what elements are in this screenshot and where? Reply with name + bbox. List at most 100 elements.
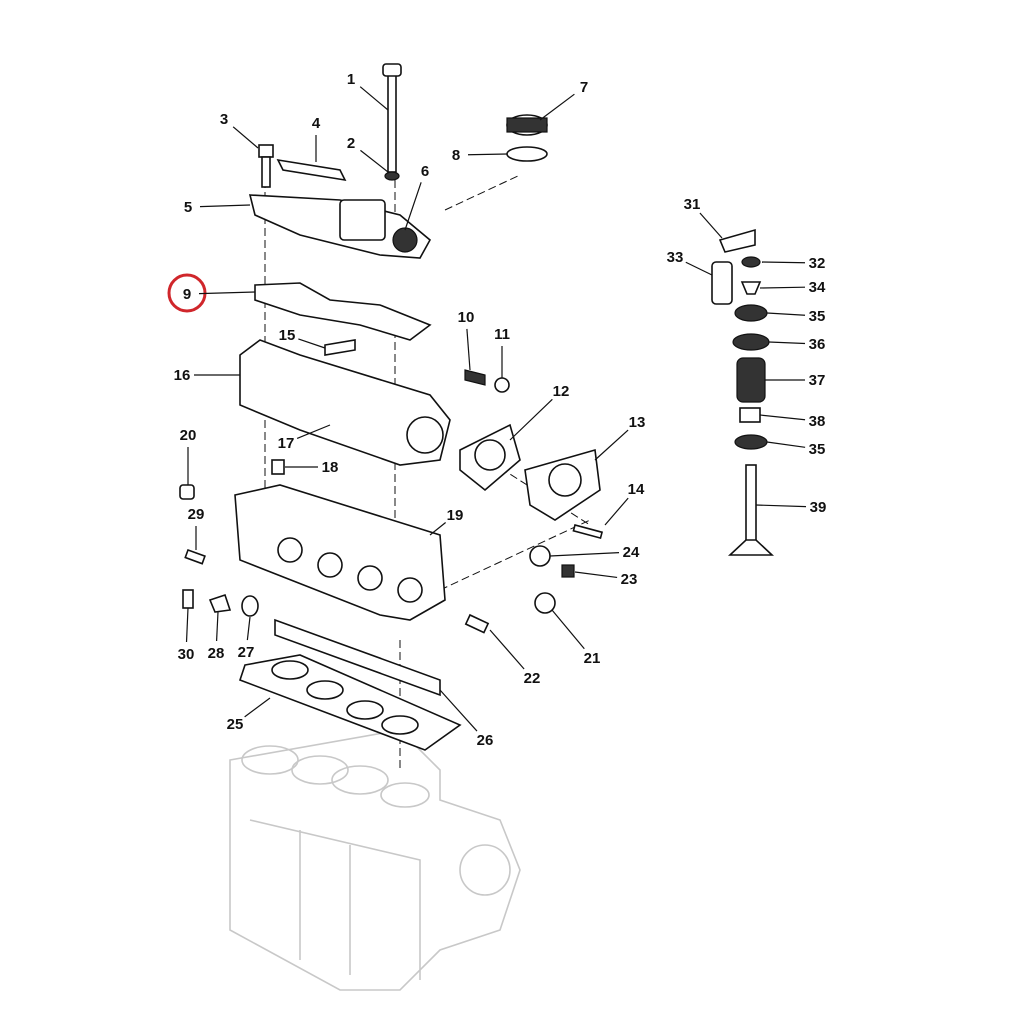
leader-line xyxy=(359,86,389,111)
leader-line xyxy=(551,609,585,650)
callout-label-27: 27 xyxy=(238,644,255,661)
leader-line xyxy=(198,291,256,295)
leader-line xyxy=(404,182,422,231)
callout-label-18: 18 xyxy=(322,459,339,476)
callout-label-19: 19 xyxy=(447,507,464,524)
engine-block-ghost xyxy=(229,729,521,991)
leader-line xyxy=(549,551,620,557)
callout-label-35: 35 xyxy=(809,441,826,458)
pin-29 xyxy=(184,548,206,565)
callout-label-29: 29 xyxy=(188,506,205,523)
leader-line xyxy=(766,441,806,448)
bolt-1 xyxy=(387,71,397,173)
rocker-31 xyxy=(718,228,756,253)
washer-2 xyxy=(384,171,400,181)
leader-line xyxy=(199,204,251,208)
keeper-32 xyxy=(741,256,761,268)
camshaft-26 xyxy=(274,618,441,697)
seal-21 xyxy=(534,592,556,614)
callout-label-5: 5 xyxy=(184,199,192,216)
seat-36 xyxy=(732,333,770,351)
callout-label-26: 26 xyxy=(477,732,494,749)
leader-line xyxy=(755,504,807,508)
callout-label-3: 3 xyxy=(220,111,228,128)
bracket-4 xyxy=(276,158,347,182)
callout-label-15: 15 xyxy=(279,327,296,344)
leader-line xyxy=(761,261,806,264)
callout-label-7: 7 xyxy=(580,79,588,96)
leader-line xyxy=(766,312,806,316)
callout-label-21: 21 xyxy=(584,650,601,667)
seal-6 xyxy=(392,227,418,253)
bolt-3 xyxy=(258,144,274,158)
valve-39 xyxy=(745,464,757,546)
seal-38 xyxy=(739,407,761,423)
lifter-33 xyxy=(711,261,733,305)
leader-line xyxy=(246,616,251,641)
leader-line xyxy=(594,429,629,461)
camshaft-housing-16 xyxy=(239,339,451,466)
washer-35b xyxy=(734,434,768,450)
leader-line xyxy=(768,341,806,345)
leader-line xyxy=(185,607,189,643)
leader-line xyxy=(215,611,219,642)
sensor-22 xyxy=(464,613,490,634)
leader-line xyxy=(489,629,525,670)
callout-label-31: 31 xyxy=(684,196,701,213)
callout-label-37: 37 xyxy=(809,372,826,389)
seal-24 xyxy=(529,545,551,567)
callout-label-22: 22 xyxy=(524,670,541,687)
callout-label-12: 12 xyxy=(553,383,570,400)
stud-15 xyxy=(324,339,356,356)
leader-line xyxy=(466,328,471,371)
leader-line xyxy=(574,571,618,579)
sensor-23 xyxy=(561,564,575,578)
retainer-34 xyxy=(740,281,762,295)
callout-label-25: 25 xyxy=(227,716,244,733)
callout-label-30: 30 xyxy=(178,646,195,663)
bolt-14 xyxy=(572,524,604,540)
washer-35 xyxy=(734,304,768,322)
leader-line xyxy=(467,153,508,156)
leader-line xyxy=(439,689,478,732)
leader-line xyxy=(685,261,713,276)
leader-line xyxy=(298,338,326,349)
o-ring-8 xyxy=(506,146,548,162)
callout-label-14: 14 xyxy=(628,481,645,498)
leader-line xyxy=(699,212,723,239)
callout-label-28: 28 xyxy=(208,645,225,662)
stud-10 xyxy=(464,369,486,386)
callout-label-24: 24 xyxy=(623,544,640,561)
leader-line xyxy=(360,149,389,173)
bolt-30 xyxy=(182,589,194,609)
callout-label-13: 13 xyxy=(629,414,646,431)
leader-line xyxy=(759,286,806,289)
callout-label-39: 39 xyxy=(810,499,827,516)
spring-37 xyxy=(736,357,766,403)
parts xyxy=(179,63,775,751)
callout-label-4: 4 xyxy=(312,115,321,132)
leader-line xyxy=(539,93,575,121)
leader-line xyxy=(509,398,553,441)
callout-label-36: 36 xyxy=(809,336,826,353)
leader-line xyxy=(232,126,259,149)
callout-label-35: 35 xyxy=(809,308,826,325)
callout-label-8: 8 xyxy=(452,147,460,164)
callout-label-1: 1 xyxy=(347,71,355,88)
callout-label-10: 10 xyxy=(458,309,475,326)
callout-label-33: 33 xyxy=(667,249,684,266)
leader-line xyxy=(296,424,331,440)
leader-line xyxy=(429,522,447,536)
callout-label-32: 32 xyxy=(809,255,826,272)
leader-line xyxy=(604,497,629,526)
leader-line xyxy=(244,697,271,718)
callout-label-38: 38 xyxy=(809,413,826,430)
callout-label-2: 2 xyxy=(347,135,355,152)
nut-11 xyxy=(494,377,510,393)
leader-line xyxy=(759,414,806,421)
gasket-9 xyxy=(254,282,432,341)
callout-label-17: 17 xyxy=(278,435,295,452)
